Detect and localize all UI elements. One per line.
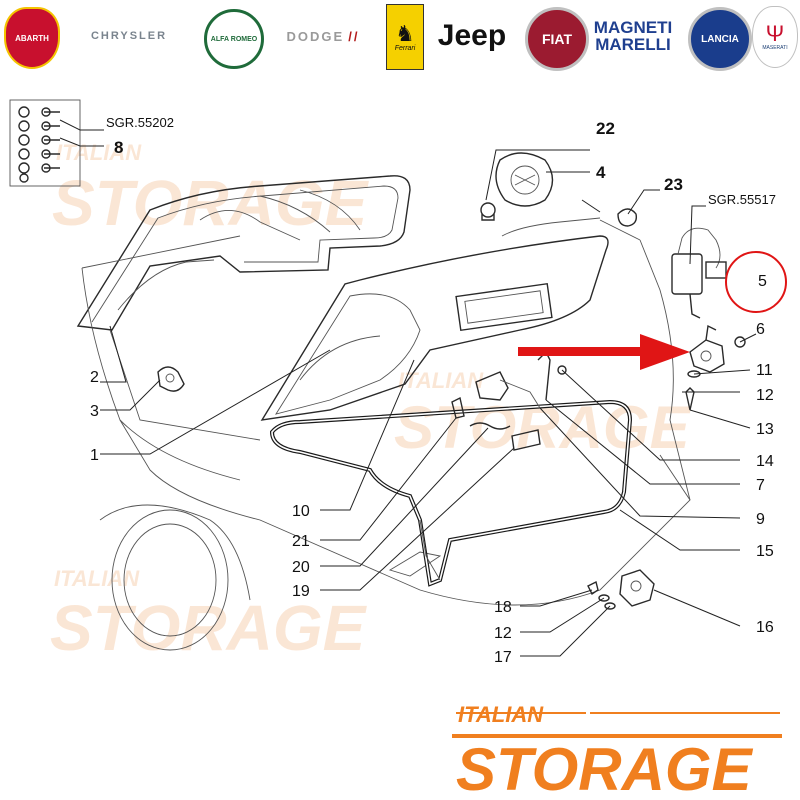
brand-logo-bar: ABARTH CHRYSLER ALFA ROMEO DODGE // ♞ Fe… — [0, 0, 800, 72]
chrysler-label: CHRYSLER — [90, 30, 168, 42]
callout-23: 23 — [664, 175, 683, 194]
car-body-outline — [81, 219, 691, 651]
reference-sgr55202: SGR.55202 — [106, 115, 174, 130]
gas-strut-part-19 — [511, 429, 541, 451]
bolt-part-21 — [451, 396, 465, 419]
ferrari-horse-glyph-icon: ♞ — [395, 20, 415, 46]
highlight-circle — [725, 251, 787, 313]
alfa-romeo-label: ALFA ROMEO — [210, 35, 258, 43]
callout-2: 2 — [90, 369, 99, 386]
callout-19: 19 — [292, 583, 310, 600]
callout-12-bottom: 12 — [494, 625, 512, 642]
logo-line1: ITALIAN — [458, 702, 544, 727]
chrysler-wings-icon: CHRYSLER — [64, 4, 194, 68]
magneti-marelli-label: MAGNETI MARELLI — [593, 18, 673, 54]
watermark-right: ITALIAN STORAGE — [394, 368, 692, 461]
trident-glyph-icon: Ψ — [765, 21, 785, 46]
watermark-top-line1: ITALIAN — [56, 140, 142, 165]
washer-part-6 — [734, 336, 746, 348]
callout-22: 22 — [596, 119, 615, 138]
logo-rule-under — [452, 734, 782, 738]
callout-21: 21 — [292, 533, 310, 550]
dodge-logo-icon: DODGE // — [268, 4, 378, 68]
callout-11: 11 — [756, 362, 773, 379]
callout-6: 6 — [756, 321, 765, 338]
callout-16: 16 — [756, 619, 774, 636]
fiat-badge-icon: FIAT — [525, 7, 589, 71]
watermark-top: ITALIAN STORAGE — [52, 140, 370, 239]
callout-17: 17 — [494, 649, 512, 666]
grommet-part-22 — [480, 202, 496, 221]
lock-cylinder-part-4 — [495, 152, 554, 207]
alfa-romeo-badge-icon: ALFA ROMEO — [204, 9, 264, 69]
abarth-label: ABARTH — [15, 33, 49, 43]
dodge-label: DODGE — [286, 28, 345, 44]
watermark-bottom: ITALIAN STORAGE — [50, 566, 368, 664]
callout-15: 15 — [756, 543, 774, 560]
callout-5: 5 — [758, 273, 767, 290]
callout-7: 7 — [756, 477, 765, 494]
callout-8: 8 — [114, 138, 123, 157]
jeep-logo-icon: Jeep — [430, 4, 514, 68]
lancia-badge-icon: LANCIA — [688, 7, 752, 71]
watermark-bottom-line2: STORAGE — [50, 592, 368, 664]
callout-18: 18 — [494, 599, 512, 616]
logo-line2: STORAGE — [456, 736, 754, 800]
maserati-label: MASERATI — [762, 45, 788, 51]
ferrari-label: Ferrari — [394, 44, 416, 52]
highlight-arrow — [518, 334, 690, 370]
callout-4: 4 — [596, 163, 606, 182]
trunk-weather-seal — [269, 399, 633, 587]
callout-13: 13 — [756, 421, 774, 438]
magneti-marelli-logo-icon: MAGNETI MARELLI — [588, 4, 678, 68]
callout-labels: SGR.55202 8 SGR.55517 22 4 23 5 6 11 12 … — [90, 115, 776, 666]
leader-lines — [59, 119, 757, 657]
reference-sgr55517: SGR.55517 — [708, 192, 776, 207]
boot-lid-inner-panel — [76, 175, 411, 331]
watermark-right-line2: STORAGE — [394, 394, 692, 461]
watermark-right-line1: ITALIAN — [398, 368, 484, 393]
callout-3: 3 — [90, 403, 99, 420]
actuator-sgr55517 — [671, 227, 727, 319]
ferrari-horse-icon: ♞ Ferrari — [386, 4, 424, 70]
fiat-label: FIAT — [541, 31, 573, 47]
logo-rule-right — [590, 712, 780, 714]
dodge-stripes-icon: // — [348, 28, 360, 44]
callout-9: 9 — [756, 511, 765, 528]
hinge-part-3 — [157, 366, 185, 392]
callout-20: 20 — [292, 559, 310, 576]
trunk-lid — [260, 217, 609, 421]
logo-rule-left — [456, 712, 586, 714]
jeep-label: Jeep — [437, 19, 507, 52]
callout-1: 1 — [90, 447, 99, 464]
lancia-label: LANCIA — [701, 33, 739, 45]
lock-latch-part-5 — [689, 324, 725, 373]
callout-10: 10 — [292, 503, 310, 520]
fasteners-part-17-18 — [587, 580, 616, 610]
abarth-scorpion-icon: ABARTH — [4, 7, 60, 69]
watermark-bottom-line1: ITALIAN — [54, 566, 140, 591]
cap-part-23 — [617, 208, 638, 227]
bolt-kit-box — [9, 99, 81, 187]
striker-part-16 — [619, 569, 655, 607]
callout-12-top: 12 — [756, 387, 774, 404]
maserati-trident-icon: Ψ MASERATI — [752, 6, 798, 68]
italian-storage-logo: ITALIAN STORAGE — [452, 702, 782, 800]
spring-part-20 — [469, 422, 511, 430]
pin-part-14 — [557, 365, 567, 375]
callout-14: 14 — [756, 453, 774, 470]
